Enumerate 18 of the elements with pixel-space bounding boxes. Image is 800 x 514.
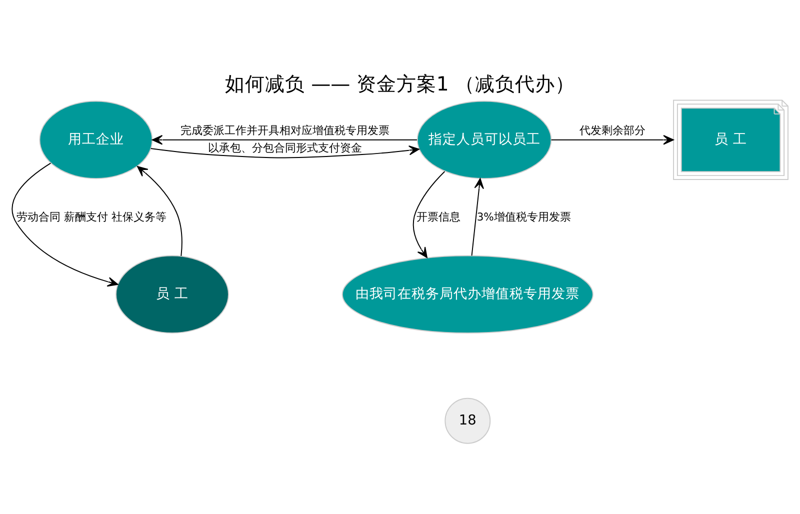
node-ellipse: 员 工 [116,255,229,334]
arrow [12,162,118,287]
arrow [412,170,446,258]
arrow [150,145,420,158]
edge-label: 以承包、分包合同形式支付资金 [208,141,362,154]
diagram-title: 如何减负 —— 资金方案1 （减负代办） [224,72,576,96]
arrow [550,134,674,145]
arrow [137,166,182,256]
edge-label: 代发剩余部分 [579,124,646,137]
node-ellipse: 由我司在税务局代办增值税专用发票 [342,255,594,334]
label: 18 [458,412,476,428]
node-ellipse: 指定人员可以员工 [416,100,552,179]
edge-label: 劳动合同 薪酬支付 社保义务等 [16,210,166,224]
edge-label: 3%增值税专用发票 [476,210,571,224]
edge-label: 开票信息 [416,210,460,224]
arrow [471,178,484,256]
edge-label: 完成委派工作并开具相对应增值税专用发票 [180,124,390,137]
arrow [152,134,418,145]
